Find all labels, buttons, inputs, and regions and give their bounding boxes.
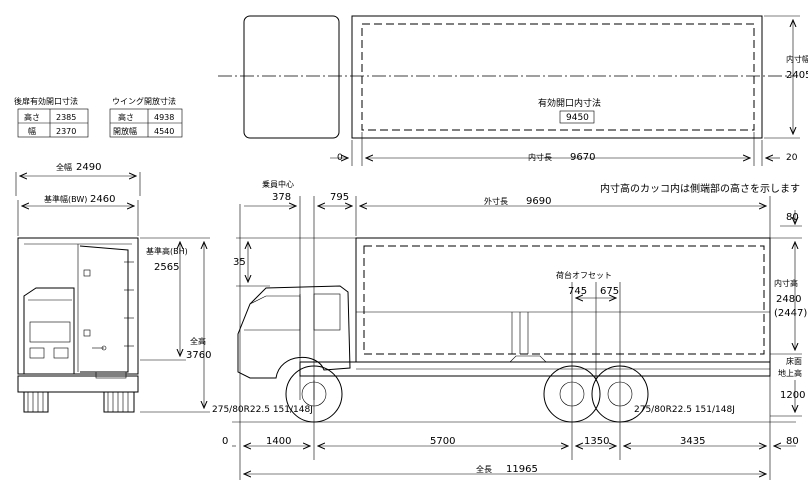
wing-row2-label: 開放幅 xyxy=(113,126,137,136)
rear-door-row1-value: 2385 xyxy=(56,113,76,122)
rear-gap-value: 80 xyxy=(786,436,799,447)
inner-length-label: 内寸長 xyxy=(528,152,552,162)
effective-opening-value: 9450 xyxy=(566,113,589,123)
floor-height-value: 1200 xyxy=(780,390,805,401)
overall-length-label: 全長 xyxy=(476,464,492,474)
body-top-outer xyxy=(351,15,763,139)
top-view: 内寸幅 2405 有効開口内寸法 9450 0 内寸長 9670 20 xyxy=(218,15,808,166)
wing-row1-value: 4938 xyxy=(154,113,174,122)
rear-tire-spec: 275/80R22.5 151/148J xyxy=(634,405,735,415)
body-top-inner xyxy=(361,23,755,131)
front-tire-spec: 275/80R22.5 151/148J xyxy=(212,405,313,415)
overall-width-label: 全幅 xyxy=(56,162,72,172)
bed-offset-a: 745 xyxy=(568,286,587,297)
outer-length-label: 外寸長 xyxy=(484,196,508,206)
bed-offset-label: 荷台オフセット xyxy=(556,270,612,280)
inner-height-label: 内寸高 xyxy=(774,278,798,288)
wing-row1-label: 高さ xyxy=(118,112,134,122)
base-height-value: 2565 xyxy=(154,262,179,273)
front-overhang-value: 1400 xyxy=(266,436,291,447)
inner-width-value: 2405 xyxy=(786,70,808,81)
cab-top-outline xyxy=(243,15,340,139)
side-cab-outline xyxy=(237,285,351,379)
base-width-value: 2460 xyxy=(90,194,115,205)
bottom-zero: 0 xyxy=(222,436,228,447)
roof-gap-value: 35 xyxy=(233,257,246,268)
inner-width-label: 内寸幅 xyxy=(786,54,808,64)
wing-table: ウイング開放寸法 高さ 4938 開放幅 4540 xyxy=(109,96,183,138)
crew-center-value: 378 xyxy=(272,192,291,203)
rear-door-title: 後扉有効開口寸法 xyxy=(14,96,78,106)
wing-title: ウイング開放寸法 xyxy=(112,96,176,106)
front-body-outline xyxy=(17,237,139,375)
inner-height-side-value: (2447) xyxy=(774,308,807,319)
effective-opening-label: 有効開口内寸法 xyxy=(538,97,601,109)
side-body-inner xyxy=(363,245,765,355)
bed-offset-b: 675 xyxy=(600,286,619,297)
rear-door-table: 後扉有効開口寸法 高さ 2385 幅 2370 xyxy=(14,96,89,138)
rear-door-row1-label: 高さ xyxy=(24,112,40,122)
floor-height-label-1: 床面 xyxy=(786,356,802,366)
front-view: 全幅 2490 基準幅(BW) 2460 xyxy=(15,162,211,413)
effective-opening-box xyxy=(559,110,595,124)
top-gap-value: 80 xyxy=(786,212,799,223)
front-bumper xyxy=(17,375,139,393)
base-height-label: 基準高(BH) xyxy=(146,246,188,256)
rear-door-row2-label: 幅 xyxy=(28,126,36,136)
top-right-gap: 20 xyxy=(786,153,798,163)
rear-door-row2-value: 2370 xyxy=(56,127,76,136)
front-gap-value: 795 xyxy=(330,192,349,203)
floor-height-label-2: 地上高 xyxy=(778,368,802,378)
base-width-label: 基準幅(BW) xyxy=(44,194,87,204)
outer-length-value: 9690 xyxy=(526,196,551,207)
rear-overhang-value: 3435 xyxy=(680,436,705,447)
front-wheels xyxy=(23,391,135,413)
side-view: 内寸高のカッコ内は側端部の高さを示します 乗員中心 378 795 外寸長 96… xyxy=(212,179,807,480)
wheelbase-value: 5700 xyxy=(430,436,455,447)
inner-length-value: 9670 xyxy=(570,152,595,163)
top-left-zero: 0 xyxy=(337,153,343,163)
crew-center-label: 乗員中心 xyxy=(262,179,294,189)
side-body-outer xyxy=(355,237,771,363)
inner-height-value: 2480 xyxy=(776,294,801,305)
overall-length-value: 11965 xyxy=(506,464,538,475)
rear-axle-spacing-value: 1350 xyxy=(584,436,609,447)
wing-row2-value: 4540 xyxy=(154,127,174,136)
overall-height-label: 全高 xyxy=(190,336,206,346)
front-cab-outline xyxy=(23,287,75,374)
wing-door-panel xyxy=(79,245,129,373)
inner-height-note: 内寸高のカッコ内は側端部の高さを示します xyxy=(600,182,800,195)
overall-height-value: 3760 xyxy=(186,350,211,361)
overall-width-value: 2490 xyxy=(76,162,101,173)
